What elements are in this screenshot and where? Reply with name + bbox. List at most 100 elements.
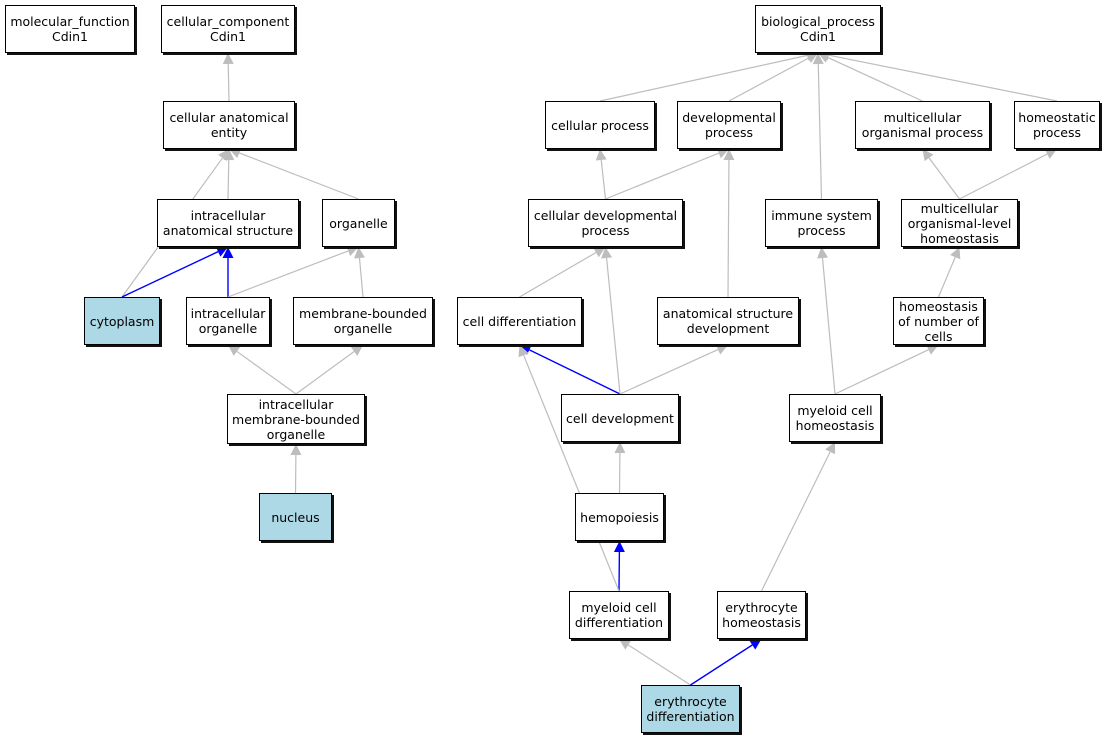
edge-organelle-to-cellular-anatomical-entity: [229, 147, 359, 200]
edge-homeostatic-process-to-biological-process: [818, 49, 1058, 102]
term-node-cytoplasm[interactable]: cytoplasm: [84, 297, 160, 345]
arrowhead-icon: [518, 345, 529, 358]
term-node-cellular-developmental-process[interactable]: cellular developmental process: [528, 199, 683, 247]
edge-line: [928, 157, 960, 200]
edge-line: [600, 159, 607, 200]
edge-cell-development-to-cell-differentiation: [519, 344, 621, 395]
term-node-cell-differentiation[interactable]: cell differentiation: [457, 297, 582, 345]
term-node-organelle[interactable]: organelle: [322, 199, 395, 247]
arrowhead-icon: [805, 53, 818, 64]
edge-anatomical-structure-development-to-developmental-process: [723, 149, 735, 298]
term-node-developmental-process[interactable]: developmental process: [677, 101, 781, 149]
arrowhead-icon: [519, 344, 532, 355]
edge-myeloid-cell-differentiation-to-hemopoiesis: [613, 541, 625, 592]
term-node-membrane-bounded-organelle[interactable]: membrane-bounded organelle: [293, 297, 433, 345]
edge-intracellular-membrane-bounded-organelle-to-intracellular-organelle: [228, 345, 297, 395]
edge-line: [728, 57, 809, 102]
term-node-nucleus[interactable]: nucleus: [259, 493, 332, 541]
arrowhead-icon: [593, 247, 606, 258]
edge-cell-development-to-anatomical-structure-development: [619, 344, 728, 395]
arrowhead-icon: [222, 53, 234, 65]
term-node-erythrocyte-differentiation[interactable]: erythrocyte differentiation: [641, 685, 740, 733]
edge-intracellular-organelle-to-intracellular-anatomical-structure: [222, 247, 234, 297]
arrowhead-icon: [228, 345, 241, 356]
arrowhead-icon: [922, 149, 934, 162]
edge-cellular-developmental-process-to-developmental-process: [605, 148, 729, 200]
term-node-myeloid-cell-differentiation[interactable]: myeloid cell differentiation: [569, 591, 669, 639]
arrowhead-icon: [723, 149, 735, 161]
term-node-anatomical-structure-development[interactable]: anatomical structure development: [657, 297, 799, 345]
edge-line: [605, 152, 720, 200]
edge-nucleus-to-intracellular-membrane-bounded-organelle: [290, 444, 302, 494]
term-node-erythrocyte-homeostasis[interactable]: erythrocyte homeostasis: [717, 591, 806, 639]
arrowhead-icon: [950, 247, 961, 260]
arrowhead-icon: [222, 247, 234, 258]
arrowhead-icon: [595, 149, 607, 161]
edge-myeloid-cell-homeostasis-to-immune-system-process: [817, 247, 836, 395]
arrowhead-icon: [354, 247, 365, 259]
term-node-homeostasis-of-number-of-cells[interactable]: homeostasis of number of cells: [893, 297, 984, 345]
edge-immune-system-process-to-biological-process: [812, 53, 824, 200]
edge-intracellular-membrane-bounded-organelle-to-membrane-bounded-organelle: [295, 345, 363, 395]
arrowhead-icon: [812, 53, 824, 65]
edge-line: [760, 451, 831, 592]
edge-cellular-process-to-biological-process: [599, 49, 818, 102]
edge-line: [599, 54, 808, 102]
edge-line: [690, 644, 753, 686]
edge-developmental-process-to-biological-process: [728, 53, 818, 102]
arrowhead-icon: [749, 639, 762, 650]
edge-multicellular-organismal-process-to-biological-process: [818, 52, 923, 102]
arrowhead-icon: [218, 149, 229, 162]
term-node-myeloid-cell-homeostasis[interactable]: myeloid cell homeostasis: [789, 394, 881, 442]
edge-erythrocyte-differentiation-to-myeloid-cell-differentiation: [619, 639, 691, 686]
edge-membrane-bounded-organelle-to-organelle: [354, 247, 365, 298]
arrowhead-icon: [619, 639, 632, 650]
term-node-hemopoiesis[interactable]: hemopoiesis: [575, 493, 664, 541]
term-node-intracellular-membrane-bounded-organelle[interactable]: intracellular membrane-bounded organelle: [227, 394, 365, 444]
term-node-biological-process[interactable]: biological_process Cdin1: [755, 5, 881, 53]
arrowhead-icon: [346, 245, 359, 257]
edge-line: [529, 349, 621, 395]
term-node-homeostatic-process[interactable]: homeostatic process: [1014, 101, 1100, 149]
arrowhead-icon: [290, 444, 302, 456]
term-node-cellular-anatomical-entity[interactable]: cellular anatomical entity: [163, 101, 295, 149]
arrowhead-icon: [715, 344, 728, 355]
edge-line: [358, 257, 364, 298]
term-node-multicellular-organismal-process[interactable]: multicellular organismal process: [855, 101, 990, 149]
edge-line: [727, 159, 730, 298]
edge-cellular-anatomical-entity-to-cellular-component: [222, 53, 234, 102]
arrowhead-icon: [1044, 149, 1057, 159]
edge-line: [619, 348, 719, 395]
edge-erythrocyte-homeostasis-to-myeloid-cell-homeostasis: [760, 442, 836, 592]
term-node-cell-development[interactable]: cell development: [561, 394, 679, 442]
edge-line: [227, 159, 230, 200]
edge-homeostasis-of-number-of-cells-to-multicellular-organismal-level-homeostasis: [937, 247, 961, 298]
edge-myeloid-cell-homeostasis-to-homeostasis-of-number-of-cells: [834, 344, 939, 395]
edge-line: [239, 152, 359, 200]
term-node-intracellular-anatomical-structure[interactable]: intracellular anatomical structure: [157, 199, 299, 247]
edge-cell-development-to-cellular-developmental-process: [601, 247, 621, 395]
edge-line: [817, 63, 823, 200]
term-node-cellular-process[interactable]: cellular process: [545, 101, 655, 149]
edge-line: [121, 251, 219, 298]
edge-line: [236, 350, 297, 395]
edge-line: [821, 257, 836, 395]
edge-line: [605, 257, 621, 395]
term-node-molecular-function[interactable]: molecular_function Cdin1: [5, 5, 135, 53]
term-node-immune-system-process[interactable]: immune system process: [765, 199, 878, 247]
edge-line: [937, 256, 956, 298]
edge-line: [834, 349, 929, 395]
arrowhead-icon: [926, 344, 939, 355]
edge-line: [519, 252, 597, 298]
edge-line: [828, 54, 1058, 102]
arrowhead-icon: [229, 147, 242, 159]
edge-line: [227, 250, 349, 298]
term-node-cellular-component[interactable]: cellular_component Cdin1: [161, 5, 295, 53]
arrowhead-icon: [817, 247, 828, 259]
arrowhead-icon: [215, 246, 228, 257]
term-node-intracellular-organelle[interactable]: intracellular organelle: [186, 297, 270, 345]
term-node-multicellular-organismal-level-homeostasis[interactable]: multicellular organismal-level homeostas…: [901, 199, 1018, 247]
arrowhead-icon: [350, 345, 363, 356]
